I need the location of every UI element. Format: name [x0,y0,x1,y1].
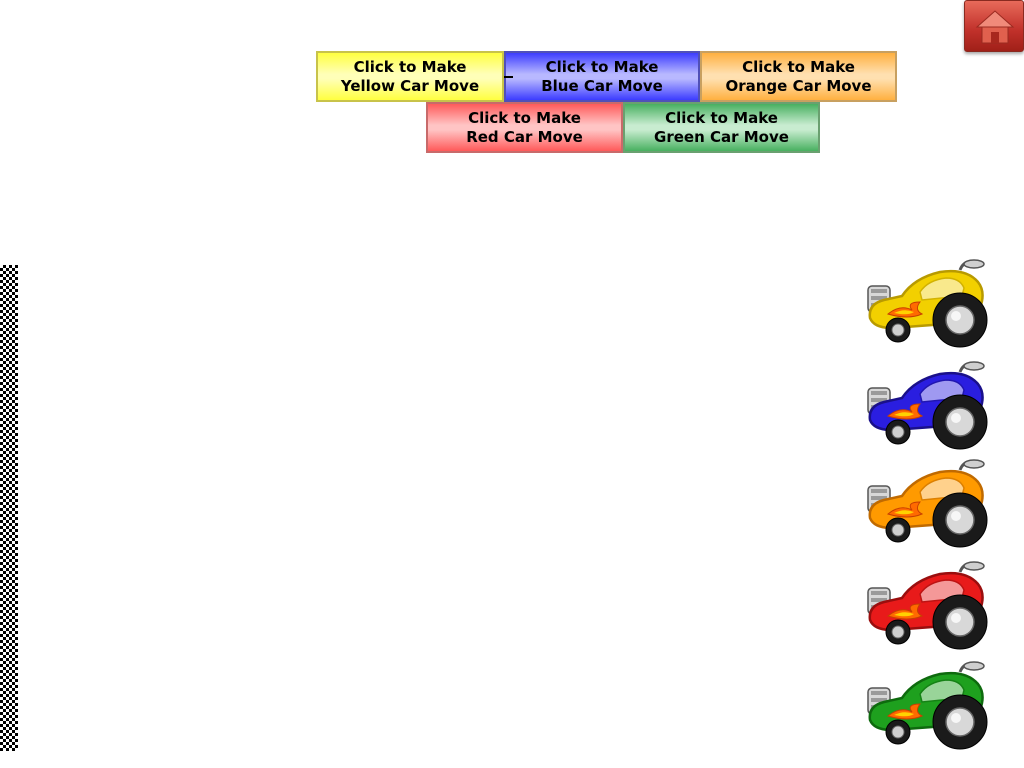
home-button[interactable] [964,0,1024,52]
blue-car-move-button[interactable]: Click to Make Blue Car Move [504,51,700,102]
yellow-car[interactable] [862,256,992,348]
button-label-line2: Green Car Move [654,127,789,146]
checkered-finish-line [0,265,18,751]
button-label-line2: Orange Car Move [725,76,872,95]
red-car[interactable] [862,558,992,650]
text-cursor-mark [504,76,513,78]
button-label-line1: Click to Make [665,108,778,127]
orange-car[interactable] [862,456,992,548]
button-label-line1: Click to Make [353,57,467,76]
green-car-move-button[interactable]: Click to Make Green Car Move [623,102,820,153]
button-label-line1: Click to Make [742,57,855,76]
orange-car-move-button[interactable]: Click to Make Orange Car Move [700,51,897,102]
button-label-line1: Click to Make [468,108,581,127]
button-label-line1: Click to Make [545,57,659,76]
button-label-line2: Blue Car Move [541,76,663,95]
button-label-line2: Yellow Car Move [340,76,480,95]
green-car[interactable] [862,658,992,750]
red-car-move-button[interactable]: Click to Make Red Car Move [426,102,623,153]
yellow-car-move-button[interactable]: Click to Make Yellow Car Move [316,51,504,102]
blue-car[interactable] [862,358,992,450]
home-icon [975,10,1015,44]
button-label-line2: Red Car Move [466,127,583,146]
